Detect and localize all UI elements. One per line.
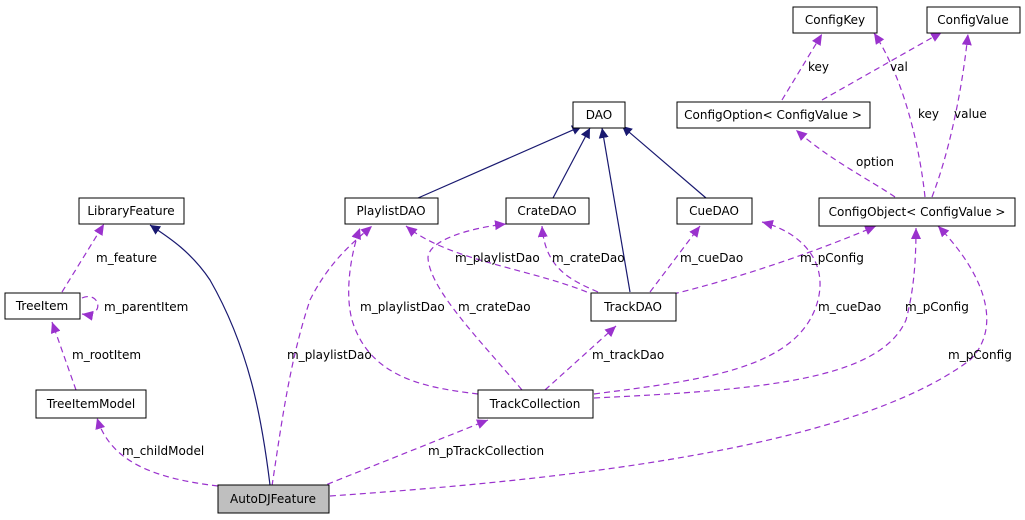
edge-trackcollection-pconfig	[593, 227, 921, 399]
node-configoption[interactable]: ConfigOption< ConfigValue >	[676, 101, 871, 129]
node-label-trackdao: TrackDAO	[603, 300, 662, 314]
node-trackdao[interactable]: TrackDAO	[590, 292, 677, 322]
usage-edges	[50, 31, 988, 497]
node-cuedao[interactable]: CueDAO	[676, 197, 753, 225]
node-label-autodjfeature: AutoDJFeature	[230, 492, 316, 506]
node-label-playlistdao: PlaylistDAO	[356, 204, 425, 218]
edge-label-m-rootitem: m_rootItem	[72, 348, 141, 362]
edge-label-val: val	[890, 60, 908, 74]
node-dao[interactable]: DAO	[572, 101, 626, 129]
edge-trackcollection-cratedao	[427, 220, 523, 391]
edge-label-m-cuedao-track: m_cueDao	[680, 251, 743, 265]
node-label-dao: DAO	[586, 108, 612, 122]
node-treeitem[interactable]: TreeItem	[4, 292, 81, 320]
edge-playlistdao-to-dao	[417, 125, 583, 199]
edge-configobject-option	[795, 129, 896, 198]
edge-trackcollection-playlistdao	[348, 227, 479, 395]
node-configobject[interactable]: ConfigObject< ConfigValue >	[818, 197, 1016, 227]
node-label-treeitemmodel: TreeItemModel	[46, 397, 135, 411]
node-libraryfeature[interactable]: LibraryFeature	[78, 197, 185, 225]
node-label-trackcollection: TrackCollection	[489, 397, 581, 411]
class-nodes: ConfigKey ConfigValue ConfigOption< Conf…	[4, 6, 1021, 514]
edge-autodjfeature-to-libraryfeature	[149, 224, 271, 486]
edge-treeitem-feature	[61, 223, 105, 293]
node-treeitemmodel[interactable]: TreeItemModel	[35, 389, 147, 419]
edge-label-m-cratedao-collection: m_crateDao	[458, 300, 531, 314]
node-cratedao[interactable]: CrateDAO	[505, 197, 590, 225]
edge-autodjfeature-childmodel	[95, 417, 219, 487]
edge-label-m-trackdao: m_trackDao	[592, 348, 664, 362]
node-trackcollection[interactable]: TrackCollection	[477, 389, 594, 419]
edge-label-m-playlistdao-autodj: m_playlistDao	[287, 348, 372, 362]
edge-trackcollection-cuedao	[593, 219, 821, 395]
edge-configoption-val	[821, 31, 943, 101]
edge-label-value: value	[954, 107, 987, 121]
node-label-libraryfeature: LibraryFeature	[87, 204, 174, 218]
edge-treeitem-parentitem	[81, 295, 99, 321]
node-configkey[interactable]: ConfigKey	[792, 6, 878, 34]
edge-autodjfeature-playlistdao	[271, 225, 373, 487]
edge-label-m-childmodel: m_childModel	[122, 444, 204, 458]
edge-trackcollection-trackdao	[544, 325, 617, 391]
node-label-configvalue: ConfigValue	[937, 13, 1008, 27]
edge-label-m-playlistdao-collection: m_playlistDao	[360, 300, 445, 314]
node-label-configobject: ConfigObject< ConfigValue >	[829, 205, 1006, 219]
edge-trackdao-cratedao	[537, 225, 599, 293]
edge-trackdao-playlistdao	[405, 225, 597, 297]
node-label-treeitem: TreeItem	[15, 299, 68, 313]
edge-autodjfeature-pconfig	[329, 225, 988, 497]
edge-label-key-short: key	[808, 60, 829, 74]
edge-label-m-ptrackcollection: m_pTrackCollection	[428, 444, 544, 458]
edge-label-m-parentitem: m_parentItem	[104, 300, 188, 314]
inheritance-edges	[149, 125, 707, 486]
node-configvalue[interactable]: ConfigValue	[926, 6, 1021, 34]
edge-label-option: option	[856, 155, 894, 169]
edge-treeitemmodel-rootitem	[50, 321, 77, 391]
edge-cratedao-to-dao	[552, 127, 591, 199]
edge-label-m-feature: m_feature	[96, 251, 157, 265]
edge-trackdao-to-dao	[598, 127, 631, 293]
edge-label-m-cuedao-collection: m_cueDao	[818, 300, 881, 314]
edge-labels: key val key value option m_feature m_par…	[72, 60, 1012, 458]
node-label-configoption: ConfigOption< ConfigValue >	[684, 108, 862, 122]
node-label-configkey: ConfigKey	[805, 13, 865, 27]
node-label-cuedao: CueDAO	[689, 204, 739, 218]
edge-label-m-pconfig-autodj: m_pConfig	[948, 348, 1012, 362]
edge-cuedao-to-dao	[621, 125, 707, 199]
edge-label-m-playlistdao-track: m_playlistDao	[455, 251, 540, 265]
edge-configobject-key	[873, 32, 926, 198]
node-label-cratedao: CrateDAO	[517, 204, 576, 218]
edge-configoption-key	[781, 33, 823, 101]
edge-label-m-cratedao-track: m_crateDao	[552, 251, 625, 265]
edge-trackdao-cuedao	[649, 225, 701, 293]
edge-label-key: key	[918, 107, 939, 121]
node-playlistdao[interactable]: PlaylistDAO	[344, 197, 439, 225]
edge-configobject-value	[931, 33, 972, 198]
node-autodjfeature[interactable]: AutoDJFeature	[217, 484, 330, 514]
edge-label-m-pconfig-track: m_pConfig	[800, 251, 864, 265]
edge-trackdao-pconfig	[672, 225, 877, 295]
edge-autodjfeature-ptrackcollection	[317, 419, 489, 489]
edge-label-m-pconfig-collection: m_pConfig	[905, 300, 969, 314]
